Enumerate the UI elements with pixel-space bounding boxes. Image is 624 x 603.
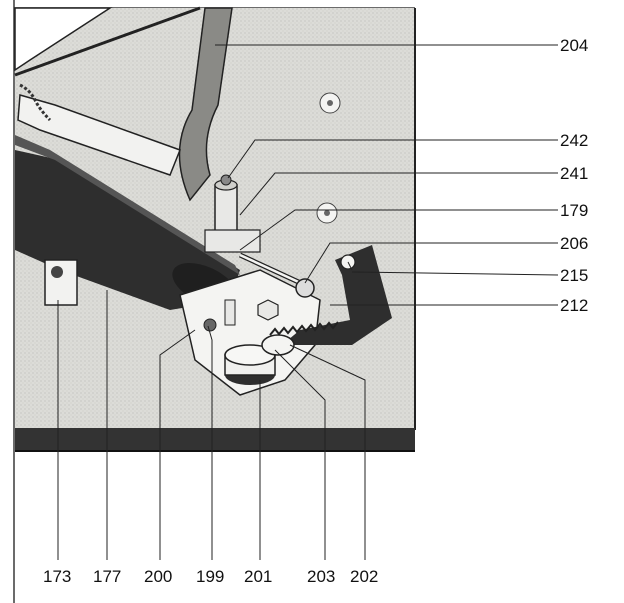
callout-206: 206 [560,234,588,253]
callout-212: 212 [560,296,588,315]
part-173-bracket [44,259,78,306]
corner-bracket [14,6,201,77]
callout-215: 215 [560,266,588,285]
callout-242: 242 [560,131,588,150]
callout-201: 201 [244,567,272,586]
part-201-cap [224,344,276,385]
leader-lines-bottom [57,290,366,560]
part-206-nut [295,278,315,298]
posts [203,299,279,332]
upper-arm [17,83,181,176]
leader-lines-right [215,44,559,306]
callout-179: 179 [560,201,588,220]
callout-203: 203 [307,567,335,586]
callout-199: 199 [196,567,224,586]
callout-173: 173 [43,567,71,586]
callout-204: 204 [560,36,588,55]
mounting-plate [179,269,321,396]
part-203-disc [261,334,295,356]
linkage-rod [238,252,307,288]
callout-177: 177 [93,567,121,586]
screws [316,92,341,224]
callout-202: 202 [350,567,378,586]
callouts-right: 204 242 241 179 206 215 212 [560,36,588,315]
callouts-bottom: 173 177 200 199 201 203 202 [43,567,378,586]
callout-241: 241 [560,164,588,183]
part-204-strap [178,7,233,202]
part-212-spring [269,321,339,336]
pivot-column [204,174,261,253]
callout-200: 200 [144,567,172,586]
